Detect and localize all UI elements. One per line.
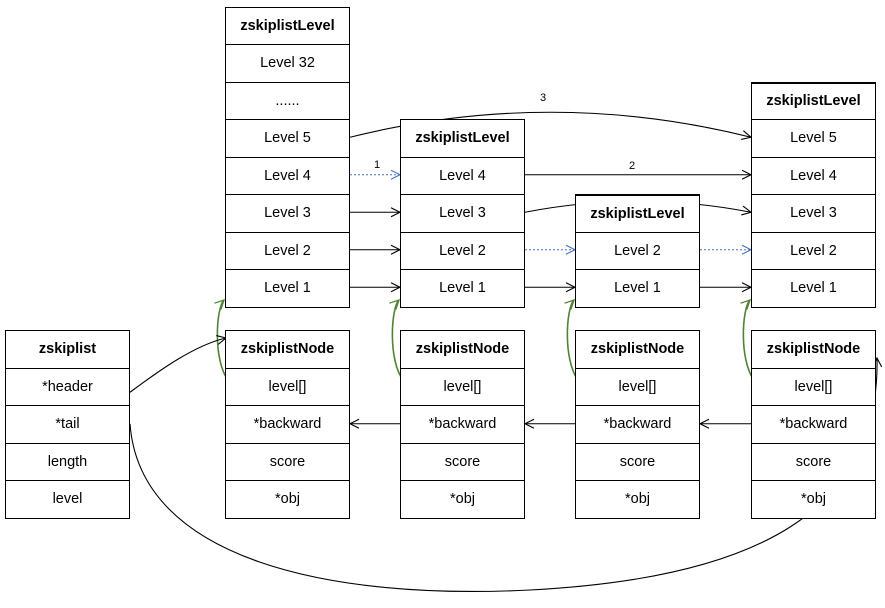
zskiplist-field-header: *header: [5, 367, 130, 406]
node-field-obj: *obj: [225, 480, 350, 519]
node-field-backward: *backward: [225, 405, 350, 444]
node-field-level: level[]: [225, 367, 350, 406]
node-field-level: level[]: [751, 367, 876, 406]
node-field-level: level[]: [575, 367, 700, 406]
level-link-2: [389, 298, 404, 381]
level-cell-level-5: Level 5: [225, 119, 350, 158]
level-cell-level-1: Level 1: [751, 269, 876, 308]
level-cell-level-3: Level 3: [225, 194, 350, 233]
node-field-backward: *backward: [575, 405, 700, 444]
level-array-title: zskiplistLevel: [751, 81, 876, 120]
node-field-obj: *obj: [575, 480, 700, 519]
level-cell-level-5: Level 5: [751, 119, 876, 158]
step-label-1: 1: [374, 159, 380, 171]
node-field-score: score: [575, 442, 700, 481]
node-field-score: score: [225, 442, 350, 481]
level-cell-ellipsis: ......: [225, 81, 350, 120]
level-cell-level-2: Level 2: [575, 231, 700, 270]
level-cell-level-2: Level 2: [400, 231, 525, 270]
step-label-3: 3: [540, 92, 546, 104]
header-pointer: [129, 335, 228, 393]
level-cell-level-2: Level 2: [751, 231, 876, 270]
level-cell-level-4: Level 4: [400, 156, 525, 195]
level-array-title: zskiplistLevel: [400, 119, 525, 158]
node-title: zskiplistNode: [225, 330, 350, 369]
node-field-obj: *obj: [400, 480, 525, 519]
node-field-backward: *backward: [400, 405, 525, 444]
node-title: zskiplistNode: [575, 330, 700, 369]
level-cell-level-4: Level 4: [225, 156, 350, 195]
level-cell-level-4: Level 4: [751, 156, 876, 195]
node-field-score: score: [400, 442, 525, 481]
level-link-3: [564, 298, 579, 381]
level-cell-level-3: Level 3: [751, 194, 876, 233]
zskiplist-field-level: level: [5, 480, 130, 519]
zskiplist-field-length: length: [5, 442, 130, 481]
step-label-2: 2: [629, 160, 635, 172]
node-field-backward: *backward: [751, 405, 876, 444]
zskiplist-field-tail: *tail: [5, 405, 130, 444]
level-array-title: zskiplistLevel: [575, 194, 700, 233]
level-cell-level-1: Level 1: [575, 269, 700, 308]
level-cell-level-32: Level 32: [225, 44, 350, 83]
level-cell-level-3: Level 3: [400, 194, 525, 233]
level-link-4: [740, 298, 755, 381]
zskiplist-title: zskiplist: [5, 330, 130, 369]
node-title: zskiplistNode: [751, 330, 876, 369]
level-array-title: zskiplistLevel: [225, 6, 350, 45]
node-field-obj: *obj: [751, 480, 876, 519]
node-title: zskiplistNode: [400, 330, 525, 369]
level-cell-level-1: Level 1: [225, 269, 350, 308]
level-cell-level-1: Level 1: [400, 269, 525, 308]
level-cell-level-2: Level 2: [225, 231, 350, 270]
node-field-level: level[]: [400, 367, 525, 406]
node-field-score: score: [751, 442, 876, 481]
